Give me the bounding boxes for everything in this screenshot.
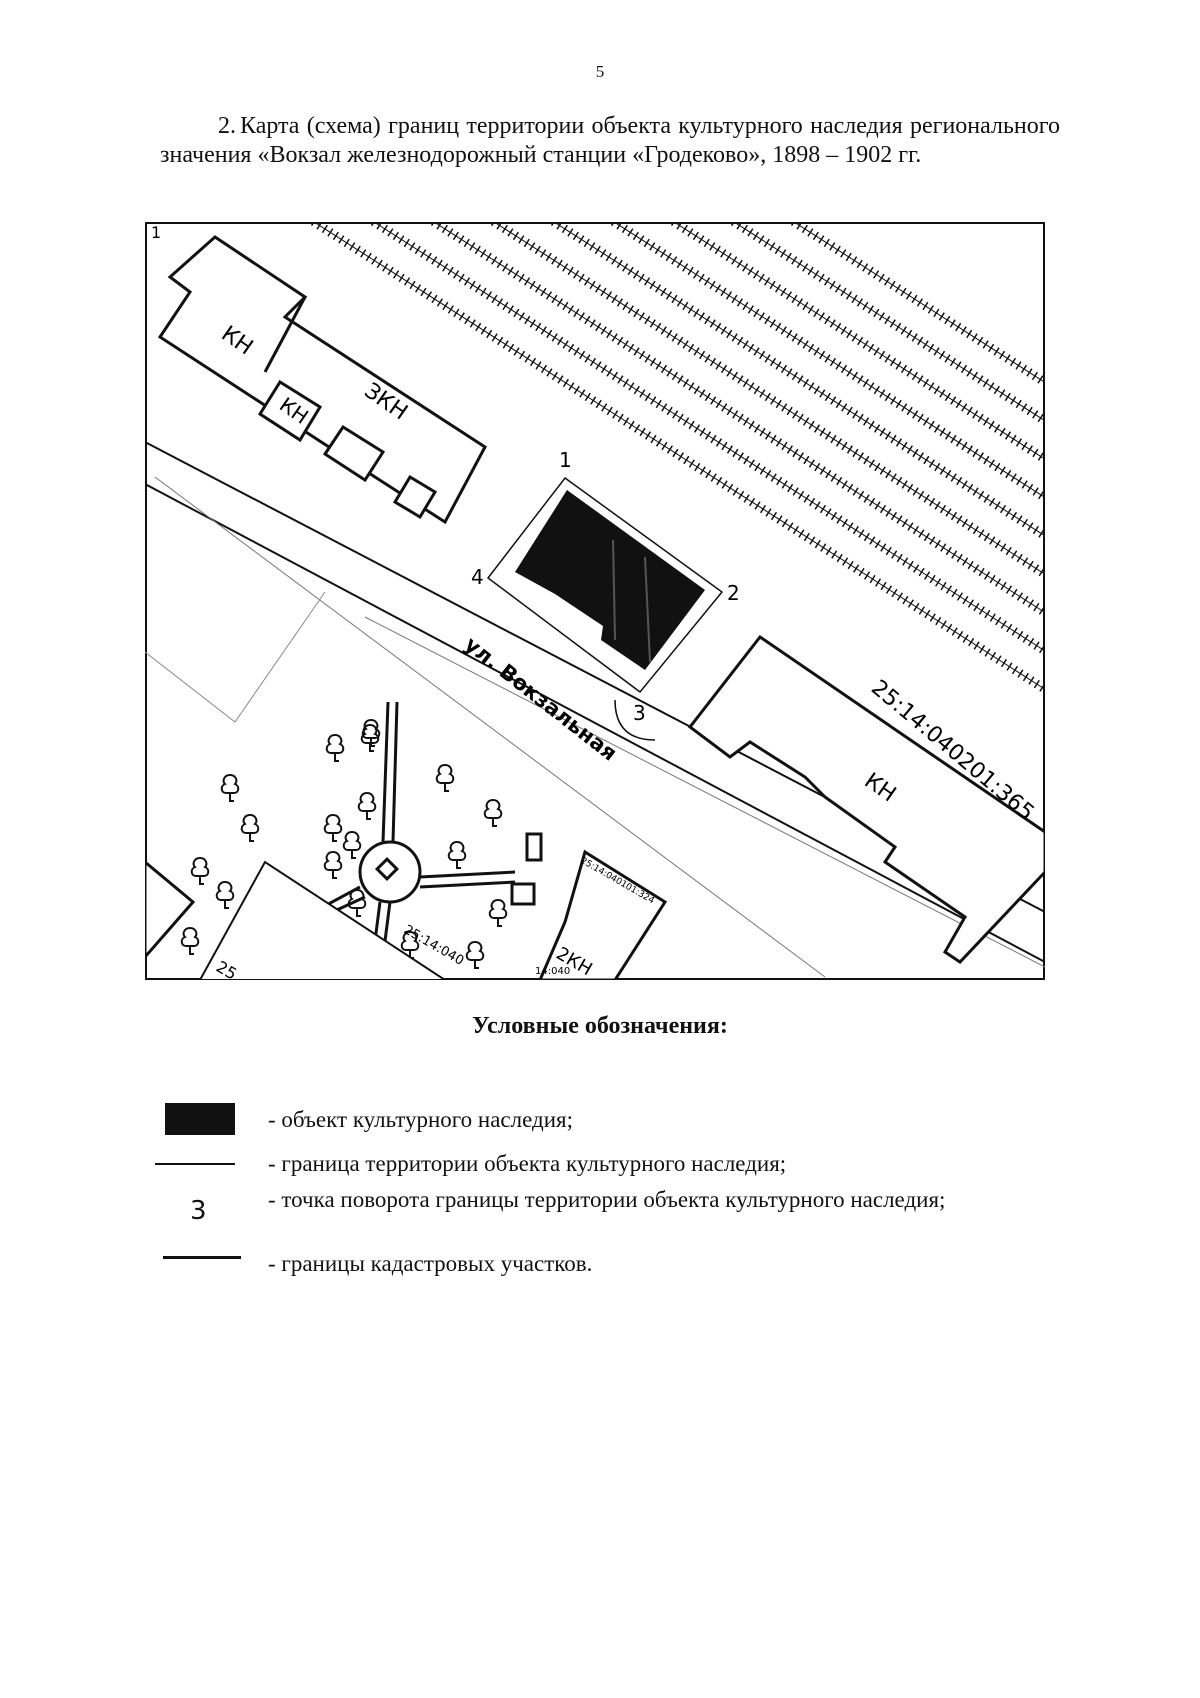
map-caption: 2.Карта (схема) границ территории объект… bbox=[160, 112, 1060, 170]
legend-symbol-cadastral bbox=[163, 1256, 241, 1259]
cadastral-line bbox=[154, 476, 826, 978]
legend-symbol-object bbox=[165, 1103, 235, 1135]
tree-icon bbox=[323, 813, 343, 842]
tree-icon bbox=[347, 888, 367, 917]
tree-icon bbox=[323, 850, 343, 879]
railway-track bbox=[493, 222, 1045, 575]
tree-icon bbox=[483, 798, 503, 827]
railway-tracks bbox=[305, 222, 1045, 695]
legend-item-object: - объект культурного наследия; bbox=[268, 1107, 573, 1132]
legend-item-point: - точка поворота границы территории объе… bbox=[268, 1187, 946, 1212]
building-2kn bbox=[538, 849, 668, 980]
railway-track bbox=[793, 222, 1045, 384]
legend-item-cadastral: - границы кадастровых участков. bbox=[268, 1251, 593, 1276]
caption-text: Карта (схема) границ территории объекта … bbox=[160, 113, 1060, 168]
map-corner-label: 1 bbox=[151, 223, 161, 242]
tree-icon bbox=[240, 813, 260, 842]
svg-text:25: 25 bbox=[213, 957, 240, 980]
building-kn-right bbox=[687, 634, 1045, 964]
tree-icon bbox=[447, 840, 467, 869]
railway-track bbox=[313, 222, 1045, 690]
building-kn-small bbox=[257, 379, 323, 443]
tree-icon bbox=[361, 718, 381, 747]
item-number: 2. bbox=[218, 113, 236, 139]
turning-point-3: 3 bbox=[633, 701, 646, 725]
tree-icon bbox=[220, 773, 240, 802]
tree-icon bbox=[190, 856, 210, 885]
tree-icon bbox=[342, 830, 362, 859]
tree-icon bbox=[465, 940, 485, 969]
railway-track bbox=[373, 222, 1045, 652]
tree-icon bbox=[488, 898, 508, 927]
svg-text:14:040: 14:040 bbox=[535, 966, 570, 977]
railway-track bbox=[553, 222, 1045, 537]
tree-icon bbox=[180, 926, 200, 955]
railway-track bbox=[733, 222, 1045, 422]
legend-symbol-point: 3 bbox=[190, 1196, 207, 1226]
tree-icon bbox=[357, 791, 377, 820]
page-number: 5 bbox=[595, 62, 605, 81]
tree-icon bbox=[325, 733, 345, 762]
railway-track bbox=[673, 222, 1045, 460]
street-edge-south bbox=[145, 483, 1045, 963]
heritage-boundary-map: КН ЗКН КН 1 2 3 4 ул. Вокзальная КН 25:1… bbox=[145, 222, 1045, 980]
tree-icon bbox=[215, 880, 235, 909]
tree-icon bbox=[435, 763, 455, 792]
legend-item-boundary: - граница территории объекта культурного… bbox=[268, 1151, 787, 1176]
turning-point-1: 1 bbox=[559, 448, 572, 472]
legend-symbol-boundary bbox=[155, 1163, 235, 1165]
legend-title: Условные обозначения: bbox=[472, 1013, 728, 1039]
turning-point-2: 2 bbox=[727, 581, 740, 605]
railway-track bbox=[433, 222, 1045, 614]
railway-track bbox=[613, 222, 1045, 499]
turning-point-4: 4 bbox=[471, 565, 484, 589]
heritage-object bbox=[515, 490, 705, 670]
